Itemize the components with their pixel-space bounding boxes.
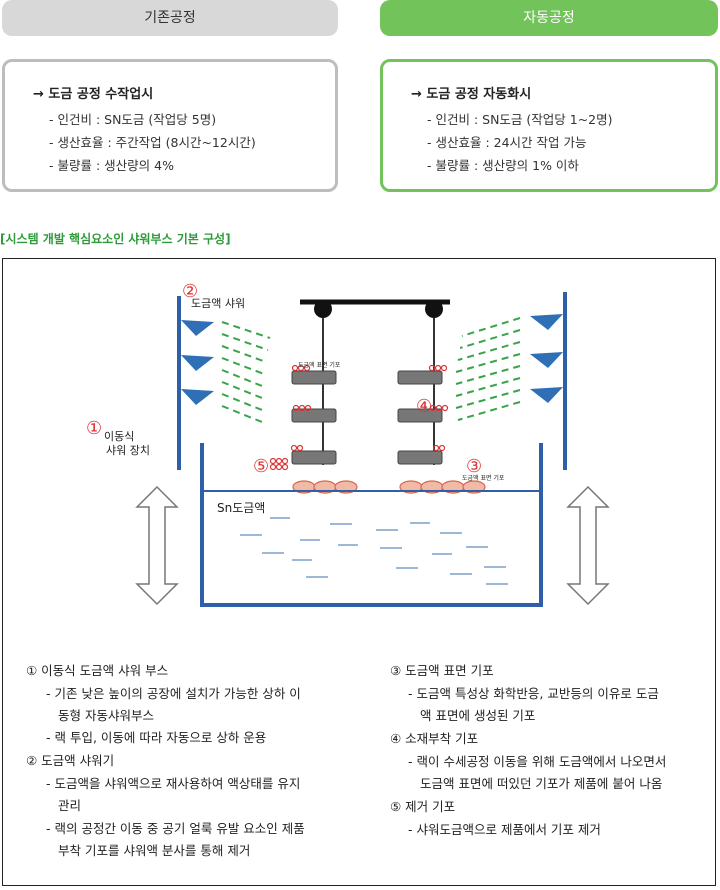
- label-2-text: 도금액 샤워: [191, 297, 245, 310]
- automated-line-3: - 불량률 : 생산량의 1% 이하: [427, 158, 579, 173]
- left-spray-lines: [221, 321, 271, 423]
- automated-line-1: - 인건비 : SN도금 (작업당 1~2명): [427, 112, 613, 127]
- label-1-text-a: 이동식: [104, 430, 134, 443]
- label-3-text: 도금액 표면 기포: [462, 474, 505, 482]
- section-title: [시스템 개발 핵심요소인 샤워부스 기본 구성]: [0, 232, 231, 246]
- tank-label: Sn도금액: [217, 501, 265, 515]
- legend-2-line-4: 부착 기포를 샤워액 분사를 통해 제거: [58, 843, 251, 858]
- legend-1-line-1: - 기존 낮은 높이의 공장에 설치가 가능한 상하 이: [46, 686, 301, 701]
- legend-2-title: ② 도금액 샤워기: [26, 753, 115, 768]
- existing-process-head: → 도금 공정 수작업시: [33, 87, 154, 102]
- right-updown-arrow: [566, 485, 610, 606]
- automated-process-box: → 도금 공정 자동화시 - 인건비 : SN도금 (작업당 1~2명) - 생…: [380, 59, 718, 192]
- label-5-number: ⑤: [253, 456, 269, 477]
- left-updown-arrow: [135, 485, 179, 606]
- label-1-number: ①: [86, 418, 102, 439]
- left-rack-products: [291, 370, 337, 465]
- legend-2-line-3: - 랙의 공정간 이동 중 공기 얼룩 유발 요소인 제품: [46, 821, 305, 836]
- attached-bubbles: [290, 364, 449, 452]
- removed-bubbles: [269, 457, 289, 471]
- legend-2-line-1: - 도금액을 샤워액으로 재사용하여 액상태를 유지: [46, 776, 301, 791]
- legend-3-title: ③ 도금액 표면 기포: [390, 663, 494, 678]
- left-hanger-wheel: [314, 300, 332, 318]
- legend-4-title: ④ 소재부착 기포: [390, 731, 479, 746]
- existing-line-3: - 불량률 : 생산량의 4%: [49, 158, 174, 173]
- existing-process-box: → 도금 공정 수작업시 - 인건비 : SN도금 (작업당 5명) - 생산효…: [2, 59, 338, 192]
- liquid-ripples: [240, 517, 508, 585]
- right-spray-lines: [455, 317, 521, 421]
- existing-line-1: - 인건비 : SN도금 (작업당 5명): [49, 112, 217, 127]
- right-shower-nozzles: [530, 314, 563, 403]
- legend-1-line-2: 동형 자동샤워부스: [58, 708, 154, 723]
- left-shower-nozzles: [181, 320, 214, 405]
- legend-2-line-2: 관리: [58, 798, 82, 813]
- legend-5-title: ⑤ 제거 기포: [390, 799, 456, 814]
- right-rack-products: [397, 370, 443, 465]
- rack-bubble-label: 도금액 표면 기포: [298, 361, 341, 369]
- legend-4-line-1: - 랙이 수세공정 이동을 위해 도금액에서 나오면서: [408, 754, 667, 769]
- legend-1-title: ① 이동식 도금액 샤워 부스: [26, 663, 169, 678]
- legend-4-line-2: 도금액 표면에 떠있던 기포가 제품에 붙어 나옴: [420, 776, 663, 791]
- automated-line-2: - 생산효율 : 24시간 작업 가능: [427, 135, 587, 150]
- legend-5-line-1: - 샤워도금액으로 제품에서 기포 제거: [408, 822, 601, 837]
- legend-3-line-1: - 도금액 특성상 화학반응, 교반등의 이유로 도금: [408, 686, 659, 701]
- label-1-text-b: 샤워 장치: [106, 444, 150, 457]
- existing-line-2: - 생산효율 : 주간작업 (8시간~12시간): [49, 135, 256, 150]
- plating-tank: [200, 443, 543, 607]
- right-hanger-wheel: [425, 300, 443, 318]
- legend-3-line-2: 액 표면에 생성된 기포: [420, 708, 536, 723]
- legend-1-line-3: - 랙 투입, 이동에 따라 자동으로 상하 운용: [46, 730, 267, 745]
- header-existing-process: 기존공정: [2, 0, 338, 36]
- label-4-number: ④: [416, 396, 432, 417]
- automated-process-head: → 도금 공정 자동화시: [411, 87, 532, 102]
- diagram-frame: [2, 258, 716, 886]
- header-automated-process: 자동공정: [380, 0, 718, 36]
- label-3-number: ③: [466, 456, 482, 477]
- label-2-number: ②: [182, 281, 198, 302]
